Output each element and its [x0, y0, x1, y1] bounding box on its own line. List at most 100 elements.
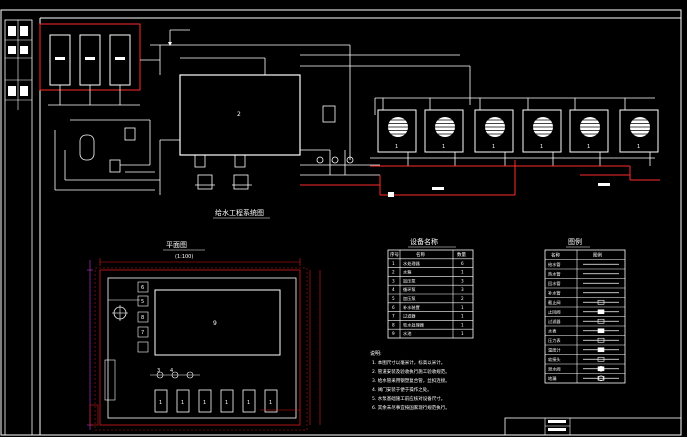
legend-row: 泄水阀 [548, 366, 619, 373]
plan-mark-label: 3 [157, 368, 160, 374]
equipment-cell: 水池 [403, 330, 412, 336]
legend-name: 压力表 [548, 337, 561, 344]
collector-label: 1 [540, 144, 543, 150]
equipment-cell: 3 [392, 278, 395, 283]
plan-unit: 1 [264, 389, 278, 413]
note-line: 2. 管道安装及验收执行施工验收规范。 [372, 368, 450, 375]
legend-name: 回水管 [548, 280, 561, 287]
tank-number: 2 [237, 111, 241, 118]
plan-unit: 1 [220, 389, 234, 413]
note-line: 5. 水泵基础施工前应核对设备尺寸。 [372, 395, 445, 402]
plan-unit-label: 1 [225, 400, 228, 406]
equipment-cell: 6 [461, 261, 464, 266]
equipment-cell: 5 [392, 296, 395, 301]
equipment-row: 7 过滤器 1 [392, 313, 464, 320]
legend-name: 止回阀 [548, 309, 561, 316]
equipment-cell: 7 [392, 314, 395, 319]
collector-label: 1 [442, 144, 445, 150]
legend-row: 补水管 [548, 290, 619, 297]
equipment-cell: 3 [461, 278, 464, 283]
notes-title: 说明: [370, 350, 382, 357]
legend-name: 水表 [548, 328, 557, 335]
legend-row: 过滤器 [548, 318, 619, 325]
equipment-cell: 2 [392, 270, 395, 275]
equipment-row: 3 加压泵 3 [392, 277, 464, 284]
equipment-cell: 9 [392, 331, 395, 336]
note-line: 4. 阀门安装于便于操作之处。 [372, 386, 432, 393]
note-line: 6. 其余未尽事宜按国家现行规范执行。 [372, 404, 450, 411]
legend-row: 地漏 [548, 375, 619, 382]
legend-name: 过滤器 [548, 318, 561, 325]
legend-name: 热水管 [548, 271, 561, 278]
legend-row: 温度计 [548, 347, 619, 354]
equipment-row: 6 补水装置 1 [392, 304, 464, 311]
note-line: 1. 本图尺寸以毫米计，标高以米计。 [372, 359, 445, 366]
equipment-cell: 软水处理器 [403, 321, 425, 328]
equipment-cell: 1 [461, 322, 464, 327]
equipment-cell: 循环泵 [403, 286, 416, 293]
plan-mark-label: 8 [141, 315, 144, 321]
notes-block: 说明: 1. 本图尺寸以毫米计，标高以米计。 2. 管道安装及验收执行施工验收规范… [370, 350, 450, 411]
collector-label: 1 [637, 144, 640, 150]
equipment-cell: 4 [392, 287, 395, 292]
legend-name: 补水管 [548, 290, 561, 297]
title-block [504, 417, 682, 436]
equipment-row: 1 水处理器 6 [392, 260, 464, 267]
plan-unit: 1 [242, 389, 256, 413]
legend-row: 软接头 [548, 356, 619, 363]
legend-row: 压力表 [548, 337, 619, 344]
legend-table: 图例 名称图例给水管热水管回水管补水管截止阀止回阀过滤器水表压力表温度计软接头泄… [544, 237, 626, 384]
equipment-header: 数量 [457, 251, 466, 258]
equipment-cell: 6 [392, 305, 395, 310]
equipment-cell: 1 [461, 305, 464, 310]
legend-name: 温度计 [548, 347, 561, 354]
plan-mark-label: 7 [141, 330, 144, 336]
circulation-pump-set [300, 150, 380, 176]
plan-unit-label: 1 [247, 400, 250, 406]
equipment-header: 序号 [390, 251, 399, 258]
equipment-cell: 水箱 [403, 269, 411, 276]
filter-tank-group [39, 23, 161, 106]
collector-pipes [300, 54, 660, 197]
legend-row: 热水管 [548, 271, 619, 278]
collector-unit: 1 [569, 98, 609, 166]
equipment-cell: 补水装置 [403, 304, 420, 311]
plan-unit-label: 1 [181, 400, 184, 406]
left-title-strip [0, 9, 682, 436]
equipment-row: 9 水池 1 [392, 330, 464, 336]
plan-pool-number: 9 [213, 320, 217, 327]
collector-unit: 1 [424, 98, 464, 166]
collector-label: 1 [492, 144, 495, 150]
legend-name: 给水管 [548, 261, 561, 268]
equipment-cell: 过滤器 [403, 313, 416, 320]
plan-scale: (1:100) [175, 254, 193, 260]
plan-title: 平面图 [166, 241, 187, 249]
legend-name: 泄水阀 [548, 366, 561, 373]
equipment-cell: 1 [461, 314, 464, 319]
equipment-cell: 1 [392, 261, 395, 266]
plan-unit-label: 1 [203, 400, 206, 406]
equipment-cell: 1 [461, 331, 464, 336]
legend-header: 名称 [551, 252, 560, 259]
equipment-table-title: 设备名称 [410, 237, 438, 246]
legend-row: 截止阀 [548, 299, 619, 306]
plan-mark-label: 4 [170, 368, 173, 374]
legend-row: 给水管 [548, 261, 619, 268]
left-pump-group [54, 119, 180, 195]
equipment-cell: 3 [461, 287, 464, 292]
legend-name: 软接头 [548, 356, 561, 363]
collector-label: 1 [395, 144, 398, 150]
equipment-cell: 水处理器 [403, 260, 421, 267]
collector-unit: 1 [474, 98, 514, 166]
equipment-cell: 2 [461, 296, 464, 301]
equipment-cell: 1 [461, 270, 464, 275]
equipment-cell: 加压泵 [403, 277, 416, 284]
plan-unit: 1 [176, 389, 190, 413]
equipment-header: 名称 [416, 251, 425, 258]
plan-unit-label: 1 [159, 400, 162, 406]
